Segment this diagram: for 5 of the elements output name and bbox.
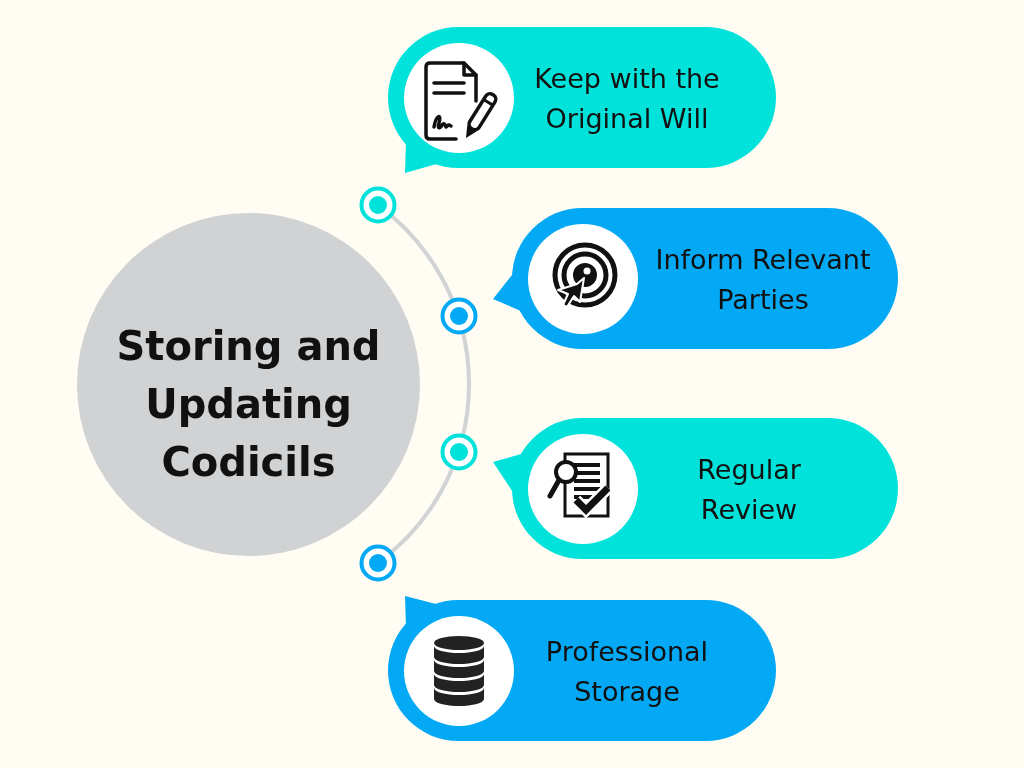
bubble-text: Professional Storage — [544, 634, 710, 709]
bubble-text: Regular Review — [696, 452, 802, 527]
topic-title: Storing and Updating Codicils — [115, 321, 382, 487]
bubble-text: Inform Relevant Parties — [654, 242, 872, 317]
bubble-text: Keep with the Original Will — [533, 61, 721, 136]
